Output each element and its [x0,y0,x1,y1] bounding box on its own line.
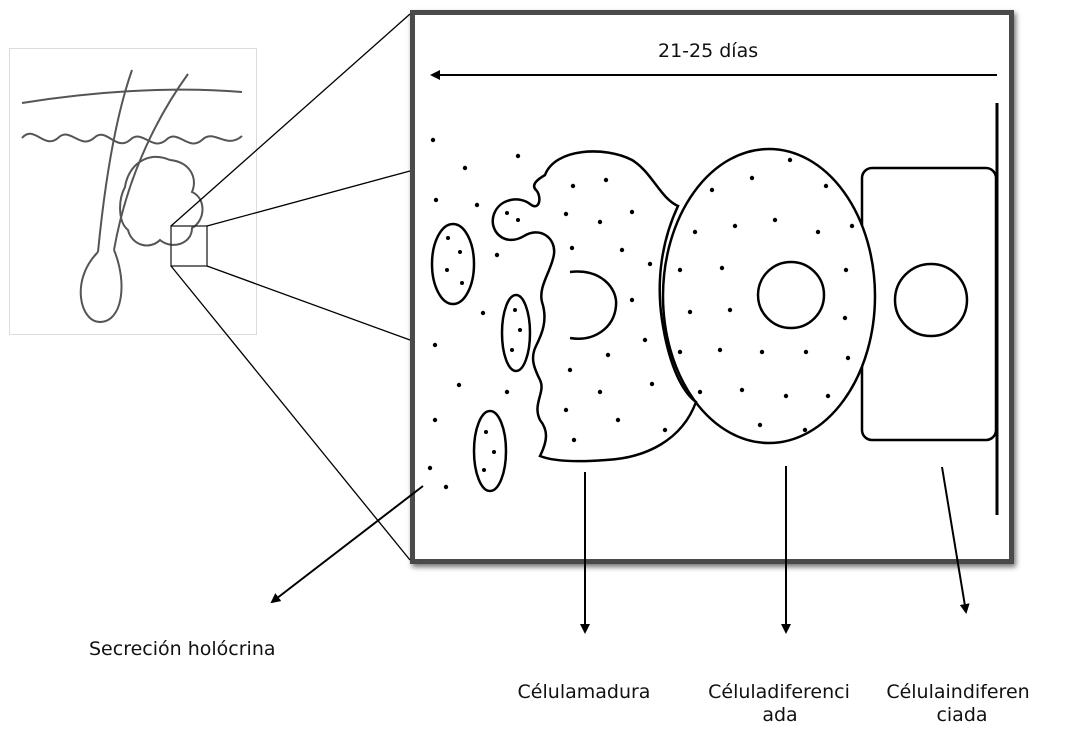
label-arrows [272,466,966,632]
secretion-arrow [272,486,423,602]
differentiated-cell-label-line2: ada [762,686,797,744]
skin-surface-line [22,90,242,103]
duration-label: 21-25 días [658,36,758,66]
secretion-label: Secreción holócrina [89,634,276,664]
hair-bulb [81,250,122,322]
sebaceous-gland-lobes [120,157,202,246]
sebum-droplet [432,224,474,304]
sebaceous-gland-diagram [0,0,1085,715]
hair-follicle-with-sebaceous-gland-icon [22,70,242,322]
undifferentiated-cell [862,168,996,440]
zoom-region-icon [171,226,207,266]
hair-shaft-left [98,70,132,252]
differentiated-cell [663,149,875,443]
zoom-projection-lines [171,14,410,560]
mature-cell-label: Célulamadura [518,677,651,707]
undifferentiated-cell-label-line2: ciada [936,686,987,744]
dermis-wavy-line [22,134,242,144]
undifferentiated-cell-arrow [942,467,966,612]
sebum-droplet [474,411,506,491]
sebum-droplets [432,224,530,491]
sebum-droplet [502,295,530,371]
